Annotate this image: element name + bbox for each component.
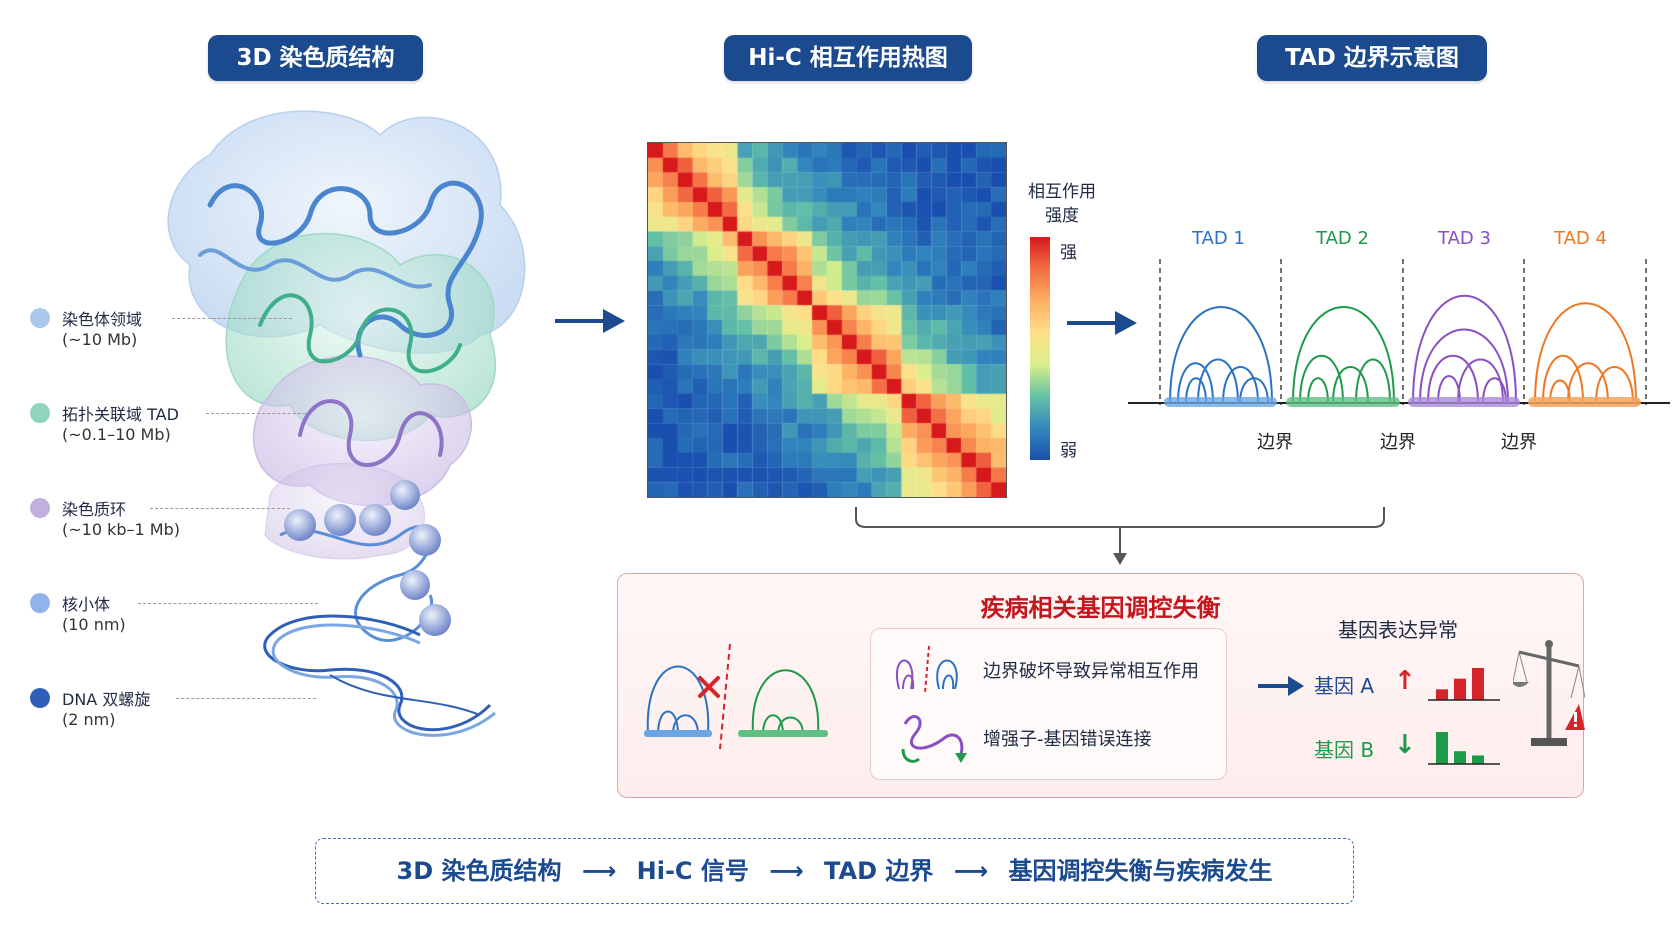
cross-icon <box>698 676 720 698</box>
legend-name: 染色体领域 <box>62 310 143 329</box>
mechanism-text-boundary: 边界破坏导致异常相互作用 <box>983 661 1199 682</box>
boundary-label: 边界 <box>1257 432 1293 453</box>
expression-bar <box>1472 668 1484 700</box>
right-arrow-icon <box>1067 311 1137 335</box>
right-arrow-icon <box>555 309 625 333</box>
legend-name: 染色质环 <box>62 500 127 519</box>
legend-dot <box>30 498 50 518</box>
legend-dot <box>30 308 50 328</box>
summary-step-1: 3D 染色质结构 <box>396 857 562 885</box>
disease-title: 疾病相关基因调控失衡 <box>980 594 1221 622</box>
dna-helix <box>263 614 496 737</box>
chromatin-fiber <box>207 180 484 358</box>
colorbar-low-label: 弱 <box>1060 441 1077 461</box>
tad-schematic <box>1128 259 1670 407</box>
legend-size: (~10 Mb) <box>62 330 138 349</box>
colorbar-title: 相互作用 强度 <box>1020 180 1104 228</box>
enhancer-link-icon <box>901 715 967 763</box>
mechanism-box: 边界破坏导致异常相互作用 增强子-基因错误连接 <box>870 628 1227 780</box>
gene-a-bars <box>1428 668 1500 701</box>
legend-leader <box>172 318 292 319</box>
summary-flow: 3D 染色质结构 ⟶ Hi-C 信号 ⟶ TAD 边界 ⟶ 基因调控失衡与疾病发… <box>315 838 1354 904</box>
gene-b-label: 基因 B <box>1314 738 1375 762</box>
header-tad: TAD 边界示意图 <box>1257 35 1487 81</box>
summary-step-3: TAD 边界 <box>824 857 934 885</box>
header-chromatin: 3D 染色质结构 <box>208 35 423 81</box>
legend-size: (~10 kb–1 Mb) <box>62 520 180 539</box>
legend-dot <box>30 403 50 423</box>
tad-label-1: TAD 1 <box>1192 228 1245 249</box>
boundary-label: 边界 <box>1380 432 1416 453</box>
boundary-label: 边界 <box>1501 432 1537 453</box>
summary-row: 3D 染色质结构 ⟶ Hi-C 信号 ⟶ TAD 边界 ⟶ 基因调控失衡与疾病发… <box>316 839 1353 903</box>
chromatin-illustration <box>167 110 526 737</box>
nucleosomes <box>279 480 451 642</box>
scale-icon <box>1513 640 1585 746</box>
legend-dot <box>30 688 50 708</box>
expression-bar <box>1472 755 1484 764</box>
disease-panel: 疾病相关基因调控失衡 边界破坏导致异常相互作用 <box>617 573 1585 798</box>
summary-step-2: Hi-C 信号 <box>636 857 749 885</box>
tad-label-2: TAD 2 <box>1316 228 1369 249</box>
warning-icon <box>1565 704 1585 730</box>
legend-leader <box>176 698 316 699</box>
colorbar <box>1030 237 1050 460</box>
tad-label-3: TAD 3 <box>1438 228 1491 249</box>
hic-heatmap <box>647 142 1007 498</box>
gene-b-bar-group <box>1436 732 1484 764</box>
gene-b-bars <box>1428 732 1500 765</box>
boundary-break-icon <box>896 645 958 694</box>
legend-dot <box>30 593 50 613</box>
legend-size: (~0.1–10 Mb) <box>62 425 171 444</box>
mechanism-text-enhancer: 增强子-基因错误连接 <box>983 729 1152 750</box>
gene-b-arrow: ↓ <box>1394 730 1416 760</box>
legend-leader <box>138 603 318 604</box>
tad-fiber <box>258 293 462 374</box>
legend-name: 拓扑关联域 TAD <box>62 405 179 424</box>
gene-a-label: 基因 A <box>1314 674 1375 698</box>
expression-bar <box>1454 678 1466 700</box>
legend-name: DNA 双螺旋 <box>62 690 151 709</box>
gene-a-arrow: ↑ <box>1394 666 1416 696</box>
header-hic: Hi-C 相互作用热图 <box>724 35 972 81</box>
summary-step-4: 基因调控失衡与疾病发生 <box>1008 857 1273 885</box>
down-arrow-icon <box>1113 553 1127 565</box>
gene-a-bar-group <box>1436 668 1484 700</box>
bracket-connector <box>855 507 1385 565</box>
expression-bar <box>1436 689 1448 700</box>
right-arrow-icon: ⟶ <box>581 857 617 885</box>
colorbar-title-line2: 强度 <box>1045 206 1079 226</box>
colorbar-high-label: 强 <box>1060 243 1077 263</box>
broken-boundary-illustration <box>644 643 828 750</box>
legend-leader <box>150 508 290 509</box>
colorbar-title-line1: 相互作用 <box>1028 182 1096 202</box>
legend-leader <box>206 413 306 414</box>
expression-bar <box>1436 732 1448 764</box>
expression-title: 基因表达异常 <box>1338 618 1458 642</box>
tad-label-4: TAD 4 <box>1554 228 1607 249</box>
legend-size: (10 nm) <box>62 615 126 634</box>
legend-size: (2 nm) <box>62 710 116 729</box>
right-arrow-icon: ⟶ <box>953 857 989 885</box>
hic-heatmap-canvas <box>648 143 1006 497</box>
legend-name: 核小体 <box>62 595 111 614</box>
right-arrow-icon: ⟶ <box>769 857 804 885</box>
loop-fiber <box>298 399 444 467</box>
right-arrow-icon <box>1258 676 1304 696</box>
expression-bar <box>1454 751 1466 764</box>
